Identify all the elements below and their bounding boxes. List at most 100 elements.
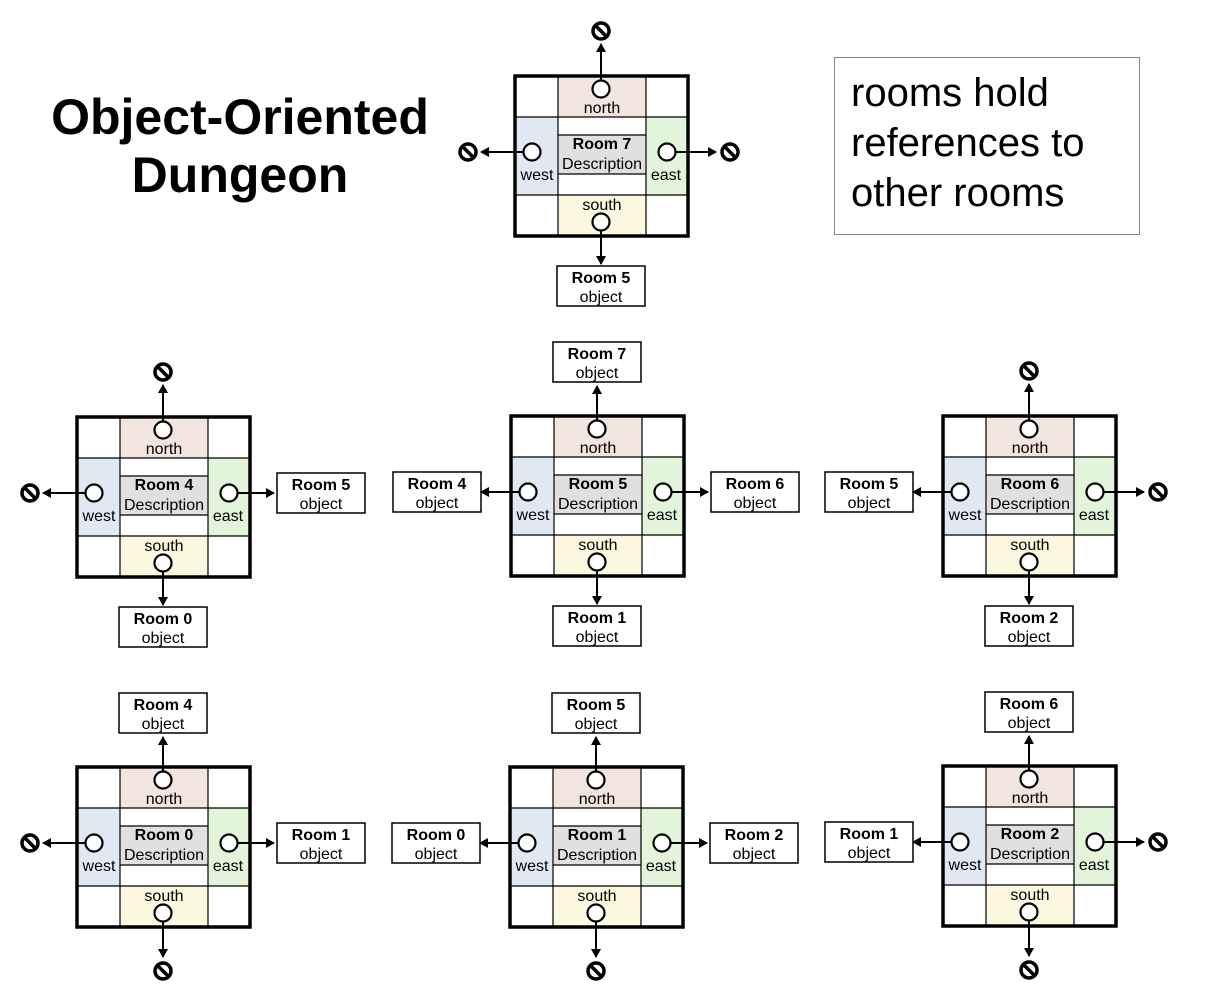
note-box: rooms hold references to other rooms xyxy=(834,57,1140,235)
east-ref-circle xyxy=(219,833,239,853)
west-label: west xyxy=(515,858,549,875)
null-circle xyxy=(586,961,606,981)
south-label: south xyxy=(144,538,183,555)
east-label: east xyxy=(1079,507,1110,524)
west-ref-circle xyxy=(950,832,970,852)
ref-object-label: object xyxy=(142,716,185,733)
room-7-east-null-icon xyxy=(720,142,740,162)
room-2-west-ref-box: Room 1 object xyxy=(824,821,914,863)
south-label: south xyxy=(1010,537,1049,554)
description-label: Description xyxy=(990,496,1070,513)
title-line-1: Object-Oriented xyxy=(51,89,429,145)
room-7-north-null-icon xyxy=(591,21,611,41)
ref-room-name: Room 5 xyxy=(840,476,899,493)
north-label: north xyxy=(579,791,615,808)
north-ref-circle xyxy=(586,770,606,790)
ref-box-border xyxy=(392,471,482,513)
south-ref-circle xyxy=(153,553,173,573)
ref-room-name: Room 0 xyxy=(134,611,193,628)
note-line-2: references to xyxy=(851,121,1085,165)
ref-room-name: Room 6 xyxy=(1000,696,1059,713)
west-label: west xyxy=(520,167,554,184)
ref-room-name: Room 1 xyxy=(840,826,899,843)
ref-box-border xyxy=(984,605,1074,647)
west-label: west xyxy=(82,858,116,875)
ref-box-border xyxy=(551,692,641,734)
null-circle xyxy=(1019,960,1039,980)
ref-box-border xyxy=(118,692,208,734)
west-label: west xyxy=(948,857,982,874)
ref-room-name: Room 5 xyxy=(572,270,631,287)
description-field xyxy=(558,135,646,174)
description-field xyxy=(986,825,1074,864)
diagram-title: Object-Oriented Dungeon xyxy=(30,88,450,204)
null-circle xyxy=(20,833,40,853)
null-slash xyxy=(23,836,37,850)
south-label: south xyxy=(1010,887,1049,904)
null-slash xyxy=(723,145,737,159)
south-ref-circle xyxy=(1019,902,1039,922)
north-ref-circle xyxy=(1019,419,1039,439)
room-0-south-null-icon xyxy=(153,961,173,981)
ref-object-label: object xyxy=(1008,715,1051,732)
ref-object-label: object xyxy=(576,629,619,646)
west-ref-circle xyxy=(84,483,104,503)
east-label: east xyxy=(213,508,244,525)
null-circle xyxy=(153,362,173,382)
ref-room-name: Room 0 xyxy=(407,827,466,844)
east-ref-circle xyxy=(652,833,672,853)
description-label: Description xyxy=(562,156,642,173)
ref-box-border xyxy=(552,341,642,383)
null-slash xyxy=(156,365,170,379)
ref-box-border xyxy=(709,822,799,864)
null-slash xyxy=(461,145,475,159)
room-1-south-null-icon xyxy=(586,961,606,981)
room-name-label: Room 1 xyxy=(568,827,627,844)
south-ref-circle xyxy=(1019,552,1039,572)
south-ref-circle xyxy=(587,552,607,572)
null-circle xyxy=(20,483,40,503)
null-slash xyxy=(156,964,170,978)
room-name-label: Room 2 xyxy=(1001,826,1060,843)
ref-room-name: Room 6 xyxy=(726,476,785,493)
ref-box-border xyxy=(824,821,914,863)
ref-object-label: object xyxy=(734,495,777,512)
ref-box-border xyxy=(552,605,642,647)
east-ref-circle xyxy=(219,483,239,503)
north-label: north xyxy=(1012,790,1048,807)
note-line-3: other rooms xyxy=(851,171,1065,215)
room-2-east-null-icon xyxy=(1148,832,1168,852)
east-label: east xyxy=(647,507,678,524)
west-ref-circle xyxy=(518,482,538,502)
north-ref-circle xyxy=(591,79,611,99)
room-name-label: Room 7 xyxy=(573,136,632,153)
east-label: east xyxy=(213,858,244,875)
ref-object-label: object xyxy=(733,846,776,863)
description-label: Description xyxy=(124,497,204,514)
note-line-1: rooms hold xyxy=(851,71,1049,115)
ref-box-border xyxy=(276,822,366,864)
ref-box-border xyxy=(984,691,1074,733)
null-circle xyxy=(720,142,740,162)
description-field xyxy=(986,475,1074,514)
east-ref-circle xyxy=(1085,832,1105,852)
ref-object-label: object xyxy=(1008,629,1051,646)
ref-object-label: object xyxy=(300,846,343,863)
null-circle xyxy=(1019,361,1039,381)
south-label: south xyxy=(578,537,617,554)
null-slash xyxy=(1022,963,1036,977)
description-label: Description xyxy=(990,846,1070,863)
ref-room-name: Room 4 xyxy=(408,476,467,493)
ref-object-label: object xyxy=(848,845,891,862)
description-field xyxy=(554,475,642,514)
ref-box-border xyxy=(276,472,366,514)
